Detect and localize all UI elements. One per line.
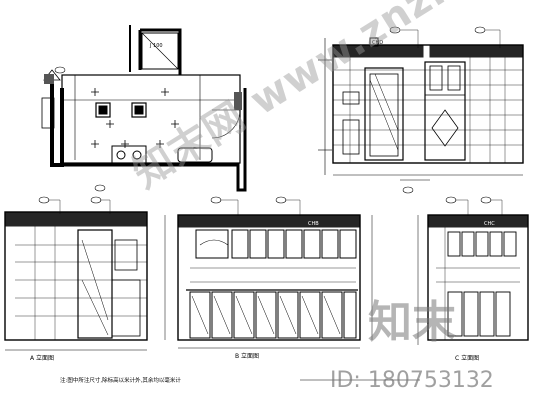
elevation-d: CHD	[318, 26, 524, 194]
elev-b-caption: B 立面图	[235, 352, 259, 360]
drawing-note: 注:图中所注尺寸,除标高以米计外,其余均以毫米计	[60, 376, 181, 384]
elevation-c: CHC	[417, 196, 529, 345]
elev-d-tag: CHD	[372, 40, 383, 46]
elev-a-caption: A 立面图	[30, 354, 54, 362]
elev-b-tag: CHB	[308, 221, 319, 227]
watermark-brand: 知末	[368, 297, 456, 348]
kitchen-floor-plan: J 100	[41, 25, 247, 192]
elev-c-caption: C 立面图	[455, 354, 479, 362]
elevation-b: CHB	[177, 196, 361, 349]
elevation-a	[4, 196, 148, 351]
elev-c-tag: CHC	[484, 221, 495, 227]
watermark-id: ID: 180753132	[330, 368, 494, 393]
plan-room-tag: J 100	[149, 43, 163, 49]
